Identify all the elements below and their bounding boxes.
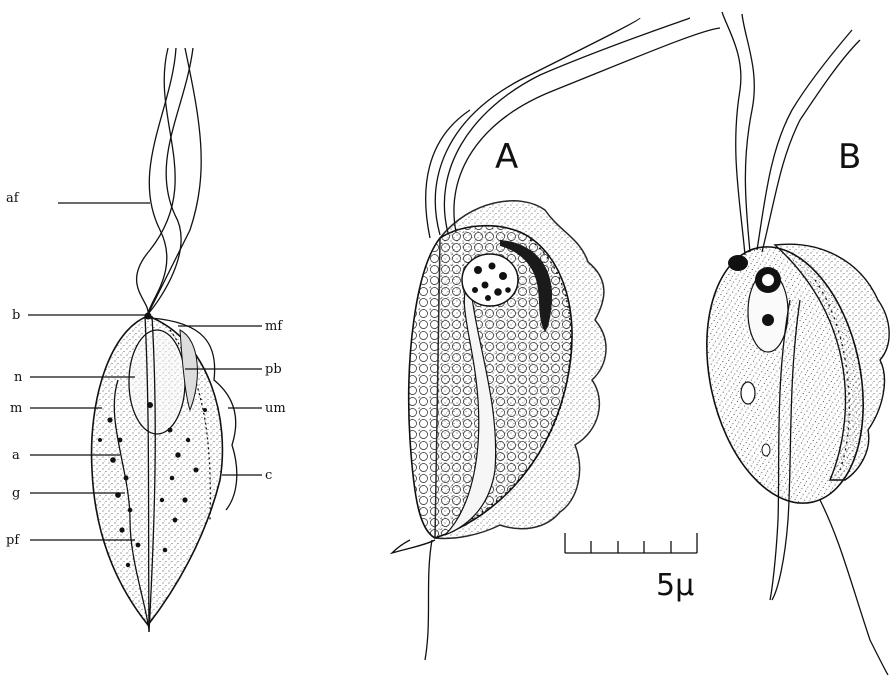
label-pf: pf [6, 533, 20, 548]
basal-body [145, 313, 152, 320]
labelled-organism: af b mf n pb m um a g c pf [6, 48, 286, 632]
panel-b-organism [685, 12, 890, 675]
panel-a-organism [392, 18, 720, 660]
panel-a-letter: A [495, 137, 518, 177]
panel-a-flagella [426, 18, 720, 238]
label-mf: mf [265, 319, 283, 334]
anterior-flagella [137, 48, 202, 314]
label-af: af [6, 191, 20, 206]
panel-b-flagella [722, 12, 860, 255]
panel-b-letter: B [838, 137, 861, 177]
label-b: b [12, 308, 20, 323]
label-um: um [265, 401, 286, 416]
label-pb: pb [265, 362, 282, 377]
label-g: g [12, 486, 20, 501]
label-a: a [12, 448, 20, 463]
scale-bar [565, 533, 697, 553]
label-n: n [14, 370, 23, 385]
label-m: m [10, 401, 22, 416]
label-c: c [265, 468, 272, 483]
scale-label: 5µ [656, 568, 694, 603]
